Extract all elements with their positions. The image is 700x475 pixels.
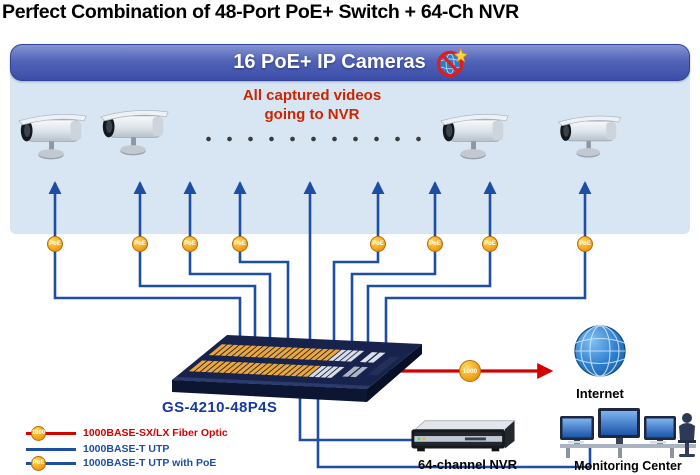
legend-utp-poe-line: PoE xyxy=(26,455,76,471)
annotation-text: All captured videos going to NVR xyxy=(212,86,412,124)
gigabit-speed-badge: 1000 xyxy=(459,360,481,382)
ip-camera-3 xyxy=(436,108,514,163)
legend-poe-badge: PoE xyxy=(31,455,46,471)
internet-globe-icon xyxy=(574,325,626,377)
legend-fiber-label: 1000BASE-SX/LX Fiber Optic xyxy=(83,427,228,439)
annotation-line-1: All captured videos xyxy=(242,87,382,104)
legend-row-utp-poe: PoE 1000BASE-T UTP with PoE xyxy=(26,455,216,471)
nvr-label: 64-channel NVR xyxy=(418,457,517,472)
legend-utp-label: 1000BASE-T UTP xyxy=(83,443,170,455)
poe-badge: PoE xyxy=(427,236,443,252)
poe-switch-device xyxy=(172,335,422,402)
blocked-internet-icon xyxy=(436,47,467,77)
legend-speed-badge: 1000 xyxy=(31,425,46,441)
poe-badge: PoE xyxy=(232,236,248,252)
legend-row-fiber: 1000 1000BASE-SX/LX Fiber Optic xyxy=(26,425,228,441)
cameras-banner: 16 PoE+ IP Cameras xyxy=(10,44,690,81)
legend-fiber-line: 1000 xyxy=(26,425,76,441)
ip-camera-2 xyxy=(96,104,174,159)
legend-utp-line xyxy=(26,441,76,457)
lan-lines xyxy=(298,380,592,469)
banner-label: 16 PoE+ IP Cameras xyxy=(233,51,426,73)
page-title: Perfect Combination of 48-Port PoE+ Swit… xyxy=(2,1,519,23)
legend-row-utp: 1000BASE-T UTP xyxy=(26,441,169,457)
monitoring-center xyxy=(560,408,696,458)
annotation-line-2: going to NVR xyxy=(264,106,360,123)
ellipsis-cameras-dots xyxy=(198,133,430,145)
nvr-device xyxy=(411,420,516,452)
poe-badge: PoE xyxy=(182,236,198,252)
poe-uplink-lines xyxy=(48,181,592,352)
internet-label: Internet xyxy=(576,386,624,401)
ip-camera-1 xyxy=(14,108,92,163)
switch-model-label: GS-4210-48P4S xyxy=(162,399,278,416)
legend-utp-poe-label: 1000BASE-T UTP with PoE xyxy=(83,457,217,469)
monitoring-center-label: Monitoring Center xyxy=(574,459,682,473)
poe-badge: PoE xyxy=(482,236,498,252)
ip-camera-4 xyxy=(554,110,626,161)
poe-badge: PoE xyxy=(47,236,63,252)
poe-badge: PoE xyxy=(370,236,386,252)
poe-badge: PoE xyxy=(132,236,148,252)
poe-badge: PoE xyxy=(577,236,593,252)
